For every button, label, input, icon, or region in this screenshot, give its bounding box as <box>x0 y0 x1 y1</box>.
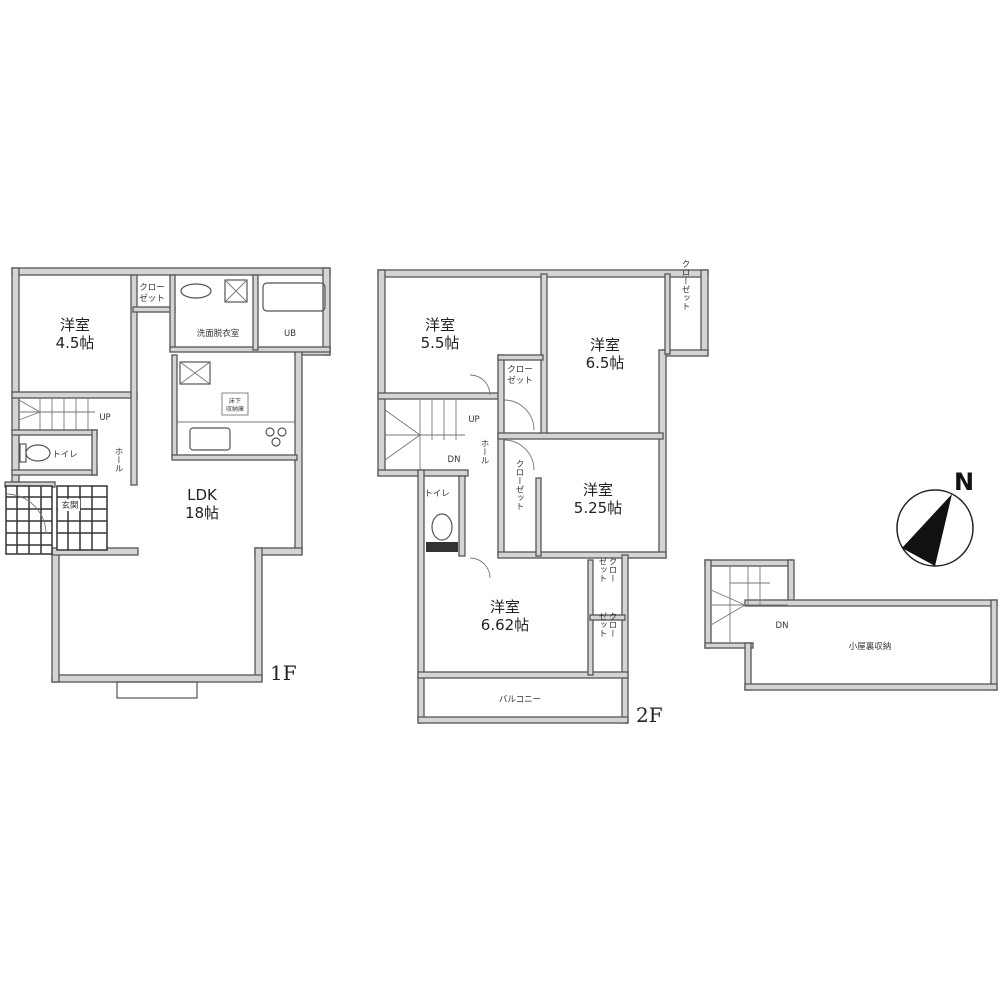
north-arrow-icon <box>902 494 952 566</box>
room-5-5-size: 5.5帖 <box>421 334 460 352</box>
underfloor-label-b: 収納庫 <box>226 405 244 413</box>
closet-2f-d-b: ゼット <box>597 612 607 638</box>
compass-n-label: N <box>954 468 974 496</box>
hall-2f-label: ホール <box>479 439 489 465</box>
closet-2f-c-a: クロー <box>607 557 617 583</box>
fridge-icon <box>179 361 211 385</box>
stove-icon <box>265 427 287 447</box>
room-5-25-size: 5.25帖 <box>574 499 622 517</box>
stairs-2f <box>384 399 465 470</box>
sink-icon <box>189 427 231 451</box>
entry-door-swing <box>5 493 47 535</box>
stairs-1f <box>18 398 95 430</box>
bedroom-1f-size: 4.5帖 <box>56 334 95 352</box>
walls-1f <box>4 267 331 683</box>
floor-2: 洋室 5.5帖 洋室 6.5帖 洋室 5.25帖 洋室 6.62帖 クローゼット… <box>377 260 709 727</box>
floor-1: 洋室 4.5帖 クロー ゼット 洗面脱衣室 UB 床下 収納庫 UP トイレ ホ… <box>4 267 331 699</box>
underfloor-label-a: 床下 <box>229 397 241 405</box>
closet-1f-a: クロー <box>139 283 165 293</box>
closet-2f-a: クローゼット <box>680 260 690 311</box>
washer-icon <box>224 279 248 303</box>
closet-2f-small-b: ゼット <box>507 375 533 386</box>
walls-2f <box>377 269 709 724</box>
bath-label: UB <box>284 329 296 339</box>
hall-1f-label: ホール <box>113 447 123 473</box>
closet-1f-b: ゼット <box>139 293 165 304</box>
bay-window <box>116 681 198 699</box>
stairs-2f-up: UP <box>468 415 479 425</box>
stairs-up-label: UP <box>99 413 110 423</box>
room-5-25-name: 洋室 <box>583 481 613 499</box>
floor-2-label: 2F <box>636 703 663 727</box>
entrance-label: 玄関 <box>61 500 78 511</box>
room-6-5-size: 6.5帖 <box>586 354 625 372</box>
ldk-size: 18帖 <box>185 504 219 522</box>
washbasin-icon <box>180 283 212 299</box>
ldk-name: LDK <box>187 486 218 504</box>
room-5-5-name: 洋室 <box>425 316 455 334</box>
closet-2f-c-b: ゼット <box>597 557 607 583</box>
underfloor-storage-icon <box>221 392 249 416</box>
closet-2f-b: クローゼット <box>514 460 524 511</box>
toilet-1f-label: トイレ <box>52 450 78 460</box>
attic-storage-label: 小屋裏収納 <box>849 641 892 652</box>
bedroom-1f-name: 洋室 <box>60 316 90 334</box>
stairs-2f-dn: DN <box>448 455 461 465</box>
compass: N <box>896 468 974 567</box>
washroom-label: 洗面脱衣室 <box>197 328 240 339</box>
balcony-label: バルコニー <box>499 695 541 705</box>
room-6-5-name: 洋室 <box>590 336 620 354</box>
closet-2f-small-a: クロー <box>507 365 533 375</box>
toilet-2f-label: トイレ <box>424 489 450 499</box>
attic: DN 小屋裏収納 <box>704 559 998 691</box>
toilet-icon <box>19 443 51 463</box>
bathtub-icon <box>262 282 326 312</box>
room-6-62-name: 洋室 <box>490 598 520 616</box>
toilet-2f-icon <box>426 513 458 552</box>
attic-dn-label: DN <box>776 621 789 631</box>
room-6-62-size: 6.62帖 <box>481 616 529 634</box>
floor-1-label: 1F <box>270 661 297 685</box>
entry-tiles <box>5 485 108 555</box>
closet-2f-d-a: クロー <box>607 612 617 638</box>
